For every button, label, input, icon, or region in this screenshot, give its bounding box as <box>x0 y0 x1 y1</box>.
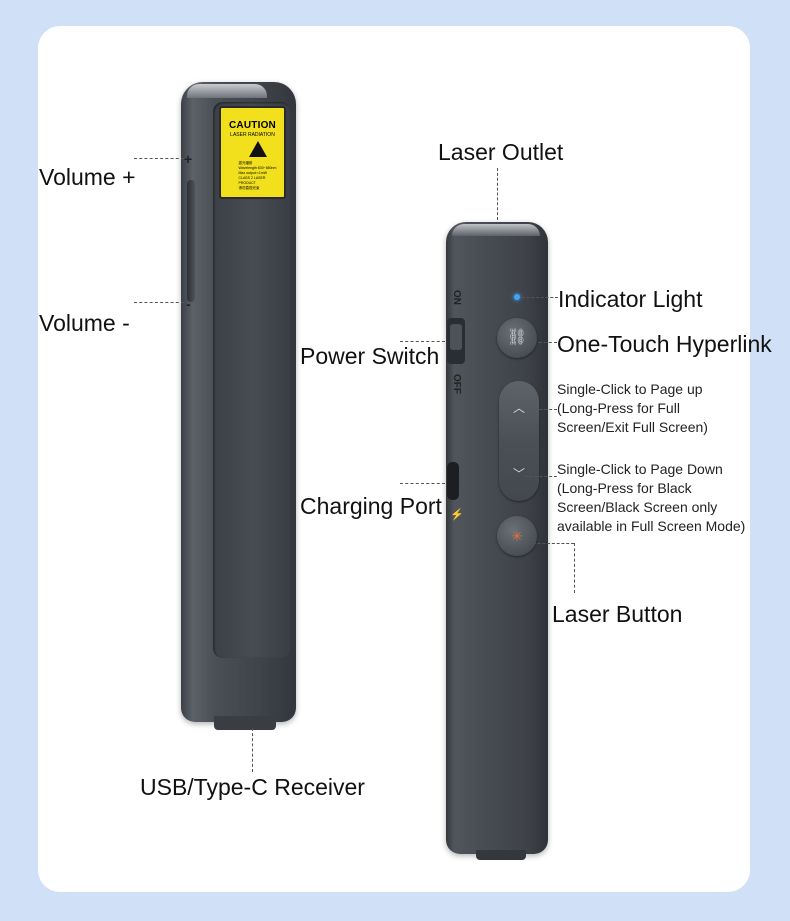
charging-port-label: Charging Port <box>300 493 442 519</box>
power-switch[interactable] <box>447 318 465 364</box>
caution-sticker: CAUTION LASER RADIATION 激光辐射 Wavelength:… <box>219 106 286 199</box>
page-rocker: ︿ ﹀ <box>499 381 539 501</box>
volume-plus-label: Volume + <box>39 164 136 190</box>
laser-button-label: Laser Button <box>552 601 683 627</box>
laser-outlet-label: Laser Outlet <box>438 139 564 165</box>
indicator-light <box>514 294 520 300</box>
page-up-label: Single-Click to Page up (Long-Press for … <box>557 381 708 435</box>
volume-minus-label: Volume - <box>39 310 130 336</box>
product-card <box>38 26 750 892</box>
hyperlink-label: One-Touch Hyperlink <box>557 331 772 357</box>
usb-receiver-plug <box>214 716 276 730</box>
lightning-icon: ⚡ <box>450 509 464 521</box>
volume-rocker[interactable] <box>187 180 195 302</box>
switch-on-mark: ON <box>451 290 462 305</box>
link-icon: ⛓ <box>506 329 528 346</box>
chevron-up-icon[interactable]: ︿ <box>512 401 525 415</box>
charging-end <box>476 850 526 860</box>
hyperlink-button[interactable]: ⛓ <box>497 318 537 358</box>
page-down-label: Single-Click to Page Down (Long-Press fo… <box>557 461 746 534</box>
indicator-light-label: Indicator Light <box>558 286 703 312</box>
switch-off-mark: OFF <box>451 374 462 394</box>
power-switch-label: Power Switch <box>300 343 440 369</box>
plus-mark: + <box>184 151 193 167</box>
caution-title: CAUTION <box>229 120 276 131</box>
usb-receiver-label: USB/Type-C Receiver <box>140 774 365 800</box>
chevron-down-icon[interactable]: ﹀ <box>512 467 525 481</box>
laser-warning-icon <box>248 141 267 157</box>
charging-port <box>447 462 459 500</box>
caution-text: 激光辐射 Wavelength:630~680nm Max output:<1m… <box>238 161 277 190</box>
laser-burst-icon: ✳ <box>511 528 523 544</box>
laser-button[interactable]: ✳ <box>497 516 537 556</box>
minus-mark: - <box>186 296 191 312</box>
caution-subtitle: LASER RADIATION <box>230 132 275 138</box>
